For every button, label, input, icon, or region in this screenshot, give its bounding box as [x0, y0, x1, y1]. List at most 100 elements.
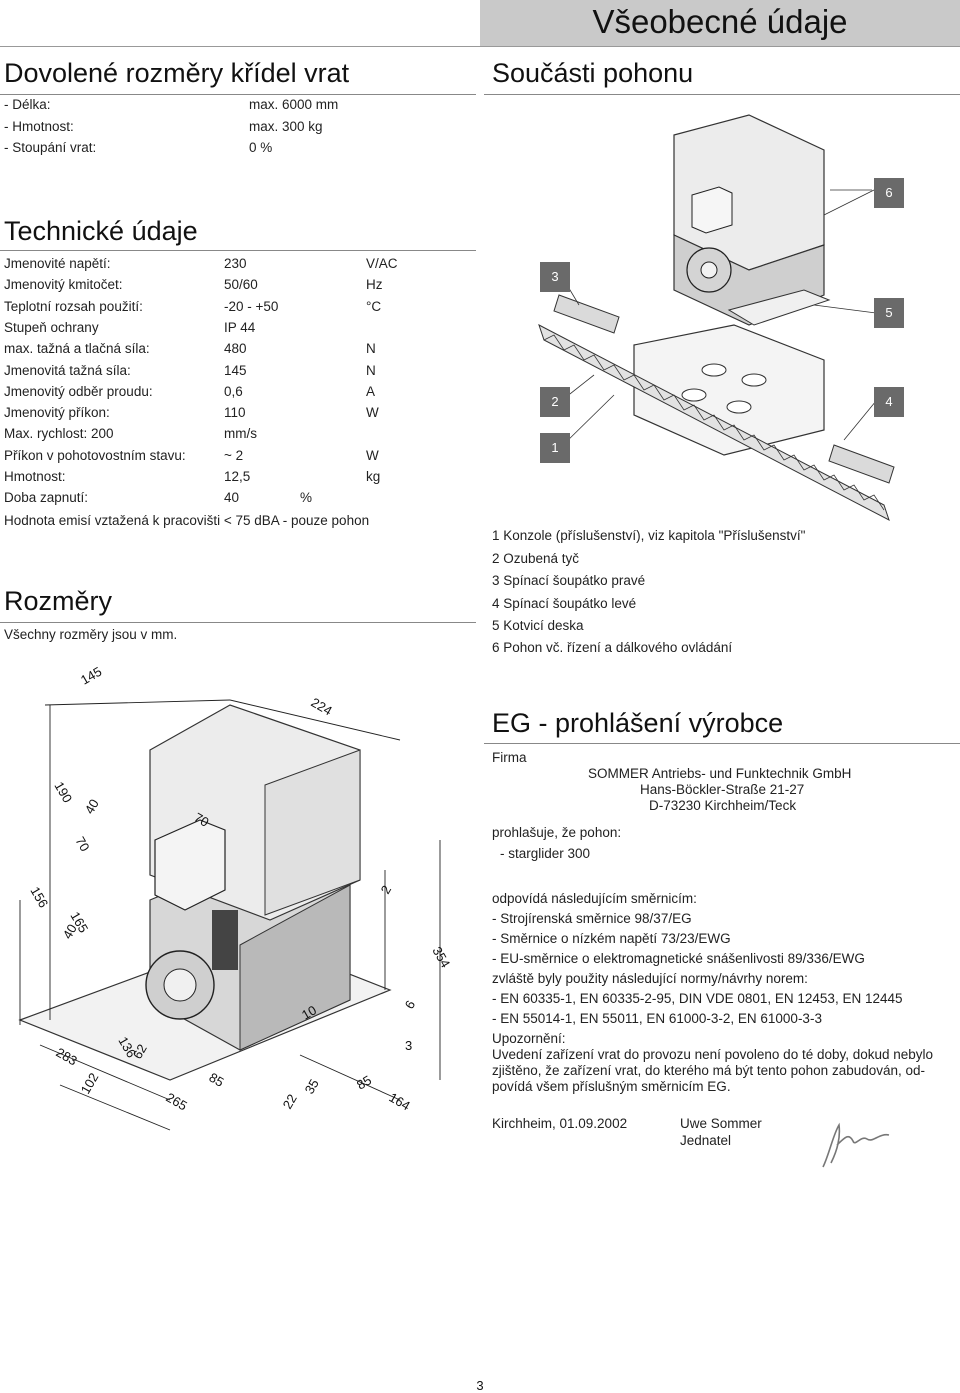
eg-declares: prohlašuje, že pohon: — [492, 825, 622, 840]
signature-graphic — [822, 1122, 890, 1168]
eg-signer: Uwe Sommer — [680, 1116, 762, 1131]
dim-label: 22 — [280, 1091, 300, 1111]
dim-label: 224 — [309, 695, 335, 719]
legend-item: 1 Konzole (příslušenství), viz kapitola … — [492, 528, 806, 543]
tech-rule — [0, 250, 476, 251]
dim-label: 354 — [429, 944, 453, 970]
eg-norm: - EN 55014-1, EN 55011, EN 61000-3-2, EN… — [492, 1011, 822, 1026]
dim-label: 102 — [78, 1070, 102, 1096]
tech-unit: A — [366, 384, 376, 399]
callout-6: 6 — [874, 178, 904, 208]
door-dim-label: - Stoupání vrat: — [4, 140, 97, 155]
dim-label: 10 — [299, 1002, 319, 1022]
dims-title: Rozměry — [4, 586, 113, 616]
tech-unit: Hz — [366, 277, 383, 292]
legend-item: 2 Ozubená tyč — [492, 551, 580, 566]
eg-company-city: D-73230 Kirchheim/Teck — [649, 798, 797, 813]
drive-control-box — [691, 186, 733, 234]
motor-housing-side — [264, 749, 361, 916]
callout-3: 3 — [540, 262, 570, 292]
eg-notice-line: povídá všem příslušným směrnicím EG. — [492, 1079, 731, 1094]
parts-rule — [484, 94, 960, 95]
switch-slider-right — [553, 294, 620, 334]
tech-value: 12,5 — [224, 469, 251, 484]
tech-unit: N — [366, 341, 376, 356]
tech-unit: kg — [366, 469, 381, 484]
gear-rack — [538, 323, 890, 522]
dims-rule — [0, 622, 476, 623]
dim-label: 70 — [192, 810, 212, 830]
dim-label: 265 — [164, 1090, 190, 1114]
eg-notice-label: Upozornění: — [492, 1031, 566, 1046]
legend-item: 4 Spínací šoupátko levé — [492, 596, 637, 611]
tech-value: 230 — [224, 256, 247, 271]
dim-label: 164 — [387, 1090, 413, 1114]
door-dim-value: max. 6000 mm — [249, 97, 339, 112]
eg-title: EG - prohlášení výrobce — [492, 708, 784, 738]
callout-5: 5 — [874, 298, 904, 328]
tech-value: -20 - +50 — [224, 299, 279, 314]
eg-rule — [484, 743, 960, 744]
door-dims-title: Dovolené rozměry křídel vrat — [4, 58, 350, 88]
tech-unit: % — [300, 490, 313, 505]
dim-label: 3 — [405, 1038, 412, 1053]
gearbox-side — [239, 884, 351, 1051]
dim-label: 156 — [27, 884, 51, 910]
tech-value: 480 — [224, 341, 247, 356]
eg-directive: - Směrnice o nízkém napětí 73/23/EWG — [492, 931, 731, 946]
tech-title: Technické údaje — [4, 216, 198, 246]
tech-label: Jmenovitý kmitočet: — [4, 277, 123, 292]
tech-unit: W — [366, 405, 379, 420]
callout-4: 4 — [874, 387, 904, 417]
dim-label: 190 — [51, 779, 75, 805]
dimension-lines — [19, 699, 441, 1131]
tech-value: mm/s — [224, 426, 257, 441]
eg-place-date: Kirchheim, 01.09.2002 — [492, 1116, 628, 1131]
gear-opening — [212, 910, 238, 970]
eg-directive: - Strojírenská směrnice 98/37/EG — [492, 911, 692, 926]
tech-label: Stupeň ochrany — [4, 320, 99, 335]
tech-unit: N — [366, 363, 376, 378]
callout-2: 2 — [540, 387, 570, 417]
door-dim-label: - Hmotnost: — [4, 119, 74, 134]
header-rule — [0, 46, 960, 47]
tech-label: Příkon v pohotovostním stavu: — [4, 448, 186, 463]
door-dim-label: - Délka: — [4, 97, 51, 112]
tech-value: 40 — [224, 490, 240, 505]
gear-hub — [163, 968, 197, 1002]
eg-firma-label: Firma — [492, 750, 527, 765]
dim-label: 6 — [402, 998, 419, 1012]
tech-label: Hmotnost: — [4, 469, 66, 484]
anchor-plate — [727, 289, 831, 326]
dimension-drawing: 145 224 190 40 70 70 156 165 40 2 354 10… — [18, 664, 453, 1131]
tech-label: Doba zapnutí: — [4, 490, 89, 505]
tech-value: 50/60 — [224, 277, 258, 292]
dim-label: 145 — [78, 664, 104, 688]
eg-company-name: SOMMER Antriebs- und Funktechnik GmbH — [588, 766, 852, 781]
dim-label: 35 — [302, 1076, 322, 1096]
door-dims-rule — [0, 94, 476, 95]
tech-label: Jmenovitá tažná síla: — [4, 363, 131, 378]
eg-norm: - EN 60335-1, EN 60335-2-95, DIN VDE 080… — [492, 991, 903, 1006]
eg-notice-line: zjištěno, že zařízení vrat, do kterého m… — [492, 1063, 926, 1078]
page-number: 3 — [476, 1378, 484, 1393]
console-hole — [726, 400, 752, 414]
door-dim-value: 0 % — [249, 140, 273, 155]
tech-value: 110 — [224, 405, 246, 420]
legend-item: 5 Kotvicí deska — [492, 618, 584, 633]
switch-slider-left — [828, 444, 895, 484]
tech-label: Teplotní rozsah použití: — [4, 299, 143, 314]
dim-label: 85 — [207, 1070, 227, 1090]
dim-label: 40 — [60, 921, 80, 941]
tech-value: 145 — [224, 363, 247, 378]
console-hole — [741, 373, 767, 387]
drive-gear-hub — [700, 261, 718, 279]
eg-norms-intro: zvláště byly použity následující normy/n… — [492, 971, 808, 986]
tech-unit: °C — [366, 299, 382, 314]
tech-unit: V/AC — [366, 256, 398, 271]
tech-emission: Hodnota emisí vztažená k pracovišti < 75… — [4, 513, 370, 528]
console-bracket — [633, 324, 825, 456]
parts-title: Součásti pohonu — [492, 58, 694, 88]
gear-rack-teeth — [543, 334, 885, 511]
tech-value: IP 44 — [224, 320, 256, 335]
